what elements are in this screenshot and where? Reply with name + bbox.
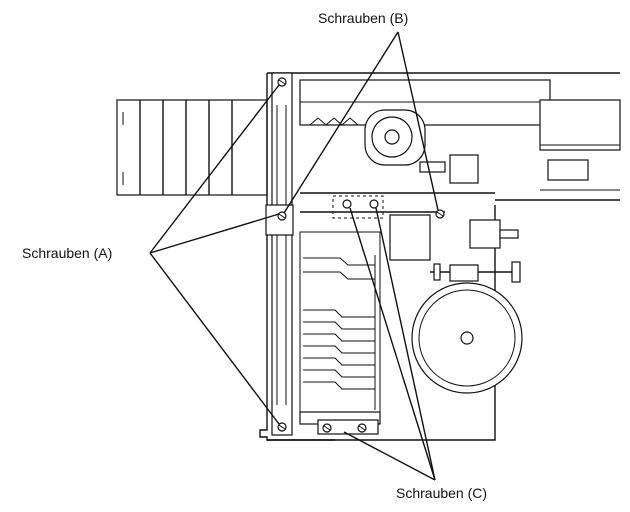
label-screws-b: Schrauben (B) bbox=[318, 10, 408, 26]
label-screws-c: Schrauben (C) bbox=[396, 485, 487, 501]
leader-lines-c bbox=[343, 207, 436, 481]
screw-a-mid bbox=[277, 211, 287, 221]
screw-b bbox=[435, 209, 445, 219]
leader-lines-a bbox=[149, 84, 280, 425]
upper-roller bbox=[364, 109, 479, 184]
label-screws-a: Schrauben (A) bbox=[22, 245, 112, 261]
screw-a-top bbox=[277, 77, 287, 87]
leader-lines-b bbox=[283, 31, 439, 214]
large-wheel bbox=[411, 282, 523, 394]
mid-shelf bbox=[300, 192, 519, 261]
side-rail bbox=[265, 72, 294, 436]
chassis bbox=[259, 72, 620, 441]
screw-c-right bbox=[357, 423, 367, 433]
card-rack bbox=[116, 99, 268, 196]
adjuster bbox=[430, 261, 521, 283]
screw-a-bottom bbox=[277, 422, 287, 432]
top-carriage bbox=[299, 79, 621, 201]
screws bbox=[277, 77, 445, 433]
screw-c-left bbox=[322, 423, 332, 433]
circuit-block bbox=[299, 231, 381, 435]
